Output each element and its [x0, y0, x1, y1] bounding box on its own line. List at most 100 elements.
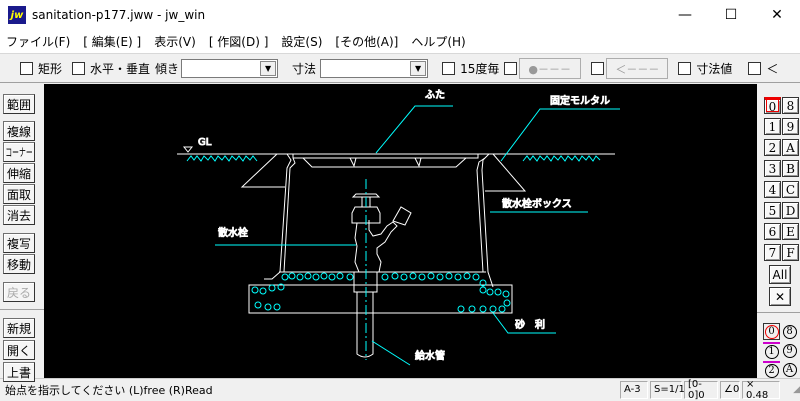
mortar — [240, 153, 527, 192]
range-button[interactable]: 範囲 — [3, 94, 35, 114]
window-title: sanitation-p177.jww - jw_win — [32, 8, 206, 22]
open-button[interactable]: 開く — [3, 340, 35, 360]
deg15-label: 15度毎 — [460, 62, 500, 76]
group-8-button[interactable]: 8 — [781, 323, 798, 340]
earth-hatch-right — [522, 155, 601, 162]
layer-b-button[interactable]: B — [782, 160, 799, 177]
lid-label: ふた — [425, 89, 445, 101]
rect-label: 矩形 — [38, 62, 63, 76]
move-button[interactable]: 移動 — [3, 254, 35, 274]
gl-label: GL — [198, 137, 212, 148]
dim-combo[interactable]: ▼ — [320, 59, 429, 78]
line-style-button[interactable]: ●－－－ — [519, 58, 582, 79]
menu-other[interactable]: [その他(A)] — [335, 35, 399, 49]
maximize-button[interactable]: ☐ — [724, 7, 738, 23]
chamfer-button[interactable]: 面取 — [3, 184, 35, 204]
left-command-panel: 範囲 複線 コーナー 伸縮 面取 消去 複写 移動 戻る 新規 開く 上書 — [0, 84, 44, 382]
minimize-button[interactable]: — — [678, 7, 692, 23]
angle-status[interactable]: ∠0 — [720, 380, 740, 399]
group-0-button[interactable]: 0 — [763, 323, 780, 340]
layer-8-button[interactable]: 8 — [782, 97, 799, 114]
copy-button[interactable]: 複写 — [3, 233, 35, 253]
gl-marker-icon — [182, 146, 194, 153]
layer-e-button[interactable]: E — [782, 223, 799, 240]
layer-7-button[interactable]: 7 — [764, 244, 781, 261]
resize-grip-icon[interactable]: ◢ — [793, 384, 800, 395]
layer-6-button[interactable]: 6 — [764, 223, 781, 240]
menu-view[interactable]: 表示(V) — [154, 35, 196, 49]
hv-checkbox[interactable] — [72, 62, 86, 75]
stretch-button[interactable]: 伸縮 — [3, 163, 35, 183]
group-0-label: 0 — [764, 324, 779, 339]
group-a-label: A — [782, 362, 797, 377]
lt-checkbox[interactable] — [748, 62, 762, 75]
drawing-canvas[interactable]: GL ふた 固定モルタル 散水栓ボックス 散水栓 砂 利 給水管 — [44, 84, 757, 378]
box — [264, 153, 494, 288]
group-a-button[interactable]: A — [781, 361, 798, 378]
layer-9-button[interactable]: 9 — [782, 118, 799, 135]
save-button[interactable]: 上書 — [3, 362, 35, 382]
leaders — [215, 105, 620, 366]
tilt-combo[interactable]: ▼ — [181, 59, 279, 78]
layer-5-button[interactable]: 5 — [764, 202, 781, 219]
menu-draw[interactable]: [ 作図(D) ] — [208, 35, 269, 49]
close-button[interactable]: ✕ — [771, 7, 783, 23]
app-icon: jw — [8, 6, 26, 24]
divider — [0, 309, 44, 310]
layer-2-button[interactable]: 2 — [764, 139, 781, 156]
layer-status[interactable]: [0-0]0 — [684, 379, 718, 401]
group-1-label: 1 — [764, 344, 779, 359]
group-2-label: 2 — [764, 363, 779, 378]
undo-button[interactable]: 戻る — [3, 282, 35, 302]
new-button[interactable]: 新規 — [3, 318, 35, 338]
chevron-down-icon[interactable]: ▼ — [410, 61, 427, 76]
layer-4-button[interactable]: 4 — [764, 181, 781, 198]
offset-button[interactable]: 複線 — [3, 121, 35, 141]
layer-c-button[interactable]: C — [782, 181, 799, 198]
group-1-button[interactable]: 1 — [763, 342, 780, 359]
zoom-factor[interactable]: × 0.48 — [742, 379, 780, 401]
layer-all-button[interactable]: All — [769, 265, 791, 284]
toolbar: 矩形 水平・垂直 傾き ▼ 寸法 ▼ 15度毎 ●－－－ ＜－－－ 寸法値 ＜ — [0, 55, 800, 83]
gravel-pattern — [251, 272, 511, 313]
scale[interactable]: S=1/1 — [650, 380, 685, 399]
faucet — [351, 193, 412, 358]
menu-bar: ファイル(F) [ 編集(E) ] 表示(V) [ 作図(D) ] 設定(S) … — [0, 30, 800, 54]
dimval-checkbox[interactable] — [678, 62, 692, 75]
dimval-label: 寸法値 — [696, 62, 733, 76]
chevron-down-icon[interactable]: ▼ — [260, 61, 277, 76]
paper-size[interactable]: A-3 — [620, 380, 648, 399]
rect-checkbox[interactable] — [20, 62, 33, 75]
layer-a-button[interactable]: A — [782, 139, 799, 156]
menu-file[interactable]: ファイル(F) — [6, 35, 71, 49]
gravel-label: 砂 利 — [515, 318, 545, 331]
corner-button[interactable]: コーナー — [3, 142, 35, 162]
status-bar: 始点を指示してください (L)free (R)Read A-3 S=1/1 [0… — [0, 378, 800, 401]
layer-0-button[interactable]: 0 — [764, 97, 781, 114]
lid — [292, 153, 479, 168]
layer-clear-button[interactable]: ✕ — [769, 287, 791, 306]
faucet-label: 散水栓 — [218, 226, 248, 239]
menu-help[interactable]: ヘルプ(H) — [411, 35, 466, 49]
menu-settings[interactable]: 設定(S) — [281, 35, 323, 49]
corner-button-label: コーナー — [5, 146, 33, 159]
layer-d-button[interactable]: D — [782, 202, 799, 219]
earth-hatch-left — [186, 155, 258, 162]
layer-1-button[interactable]: 1 — [764, 118, 781, 135]
btn2-checkbox[interactable] — [591, 62, 605, 75]
title-bar: jw sanitation-p177.jww - jw_win — ☐ ✕ — [0, 0, 800, 30]
hv-label: 水平・垂直 — [90, 62, 151, 76]
arrow-style-button[interactable]: ＜－－－ — [606, 58, 669, 79]
group-9-label: 9 — [782, 343, 797, 358]
group-9-button[interactable]: 9 — [781, 342, 798, 359]
menu-edit[interactable]: [ 編集(E) ] — [83, 35, 142, 49]
group-2-button[interactable]: 2 — [763, 361, 780, 378]
layer-f-button[interactable]: F — [782, 244, 799, 261]
dim-label: 寸法 — [292, 62, 317, 76]
pipe-label: 給水管 — [415, 349, 445, 362]
btn1-checkbox[interactable] — [504, 62, 518, 75]
deg15-checkbox[interactable] — [442, 62, 456, 75]
erase-button[interactable]: 消去 — [3, 205, 35, 225]
base — [248, 271, 513, 314]
layer-3-button[interactable]: 3 — [764, 160, 781, 177]
